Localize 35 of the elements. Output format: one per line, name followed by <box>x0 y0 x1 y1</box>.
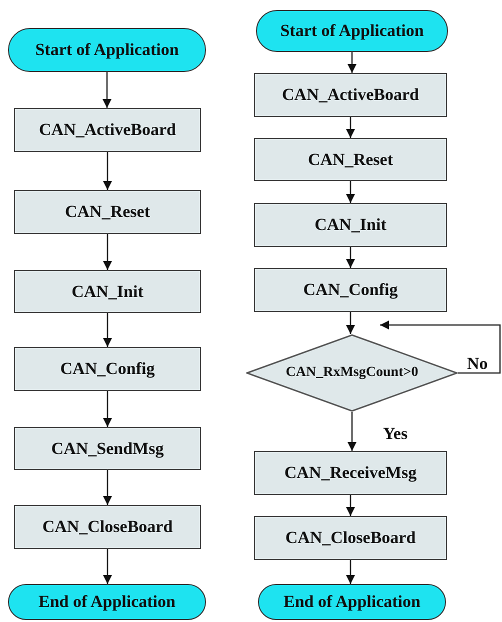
decision-diamond: CAN_RxMsgCount>0 <box>246 334 458 412</box>
process-box: CAN_Config <box>254 268 447 312</box>
arrow <box>346 560 355 584</box>
process-box: CAN_ReceiveMsg <box>254 451 447 495</box>
process-box: CAN_Init <box>14 270 201 313</box>
edge-label: No <box>466 355 489 372</box>
arrow <box>103 313 112 347</box>
terminal-pill: End of Application <box>8 584 206 620</box>
arrow <box>346 117 355 138</box>
arrow <box>102 72 112 108</box>
process-box: CAN_Config <box>14 347 201 391</box>
edge-label: Yes <box>382 425 409 442</box>
arrow <box>103 152 112 190</box>
process-box: CAN_ActiveBoard <box>254 73 447 117</box>
arrow <box>103 391 112 427</box>
process-box: CAN_Reset <box>254 138 447 181</box>
terminal-pill: End of Application <box>258 584 446 620</box>
arrow <box>346 312 355 334</box>
arrow <box>348 412 356 451</box>
process-box: CAN_Reset <box>14 190 201 234</box>
process-box: CAN_CloseBoard <box>254 516 447 560</box>
arrow <box>103 549 112 584</box>
process-box: CAN_ActiveBoard <box>14 108 201 152</box>
process-box: CAN_SendMsg <box>14 427 201 470</box>
process-box: CAN_CloseBoard <box>14 505 201 549</box>
arrow <box>103 234 112 270</box>
arrow <box>346 181 355 203</box>
terminal-pill: Start of Application <box>8 28 206 72</box>
process-box: CAN_Init <box>254 203 447 247</box>
arrow <box>348 52 356 73</box>
arrow <box>346 495 355 516</box>
arrow <box>103 470 112 505</box>
terminal-pill: Start of Application <box>256 10 448 52</box>
arrow <box>346 247 355 268</box>
arrow <box>380 320 501 374</box>
